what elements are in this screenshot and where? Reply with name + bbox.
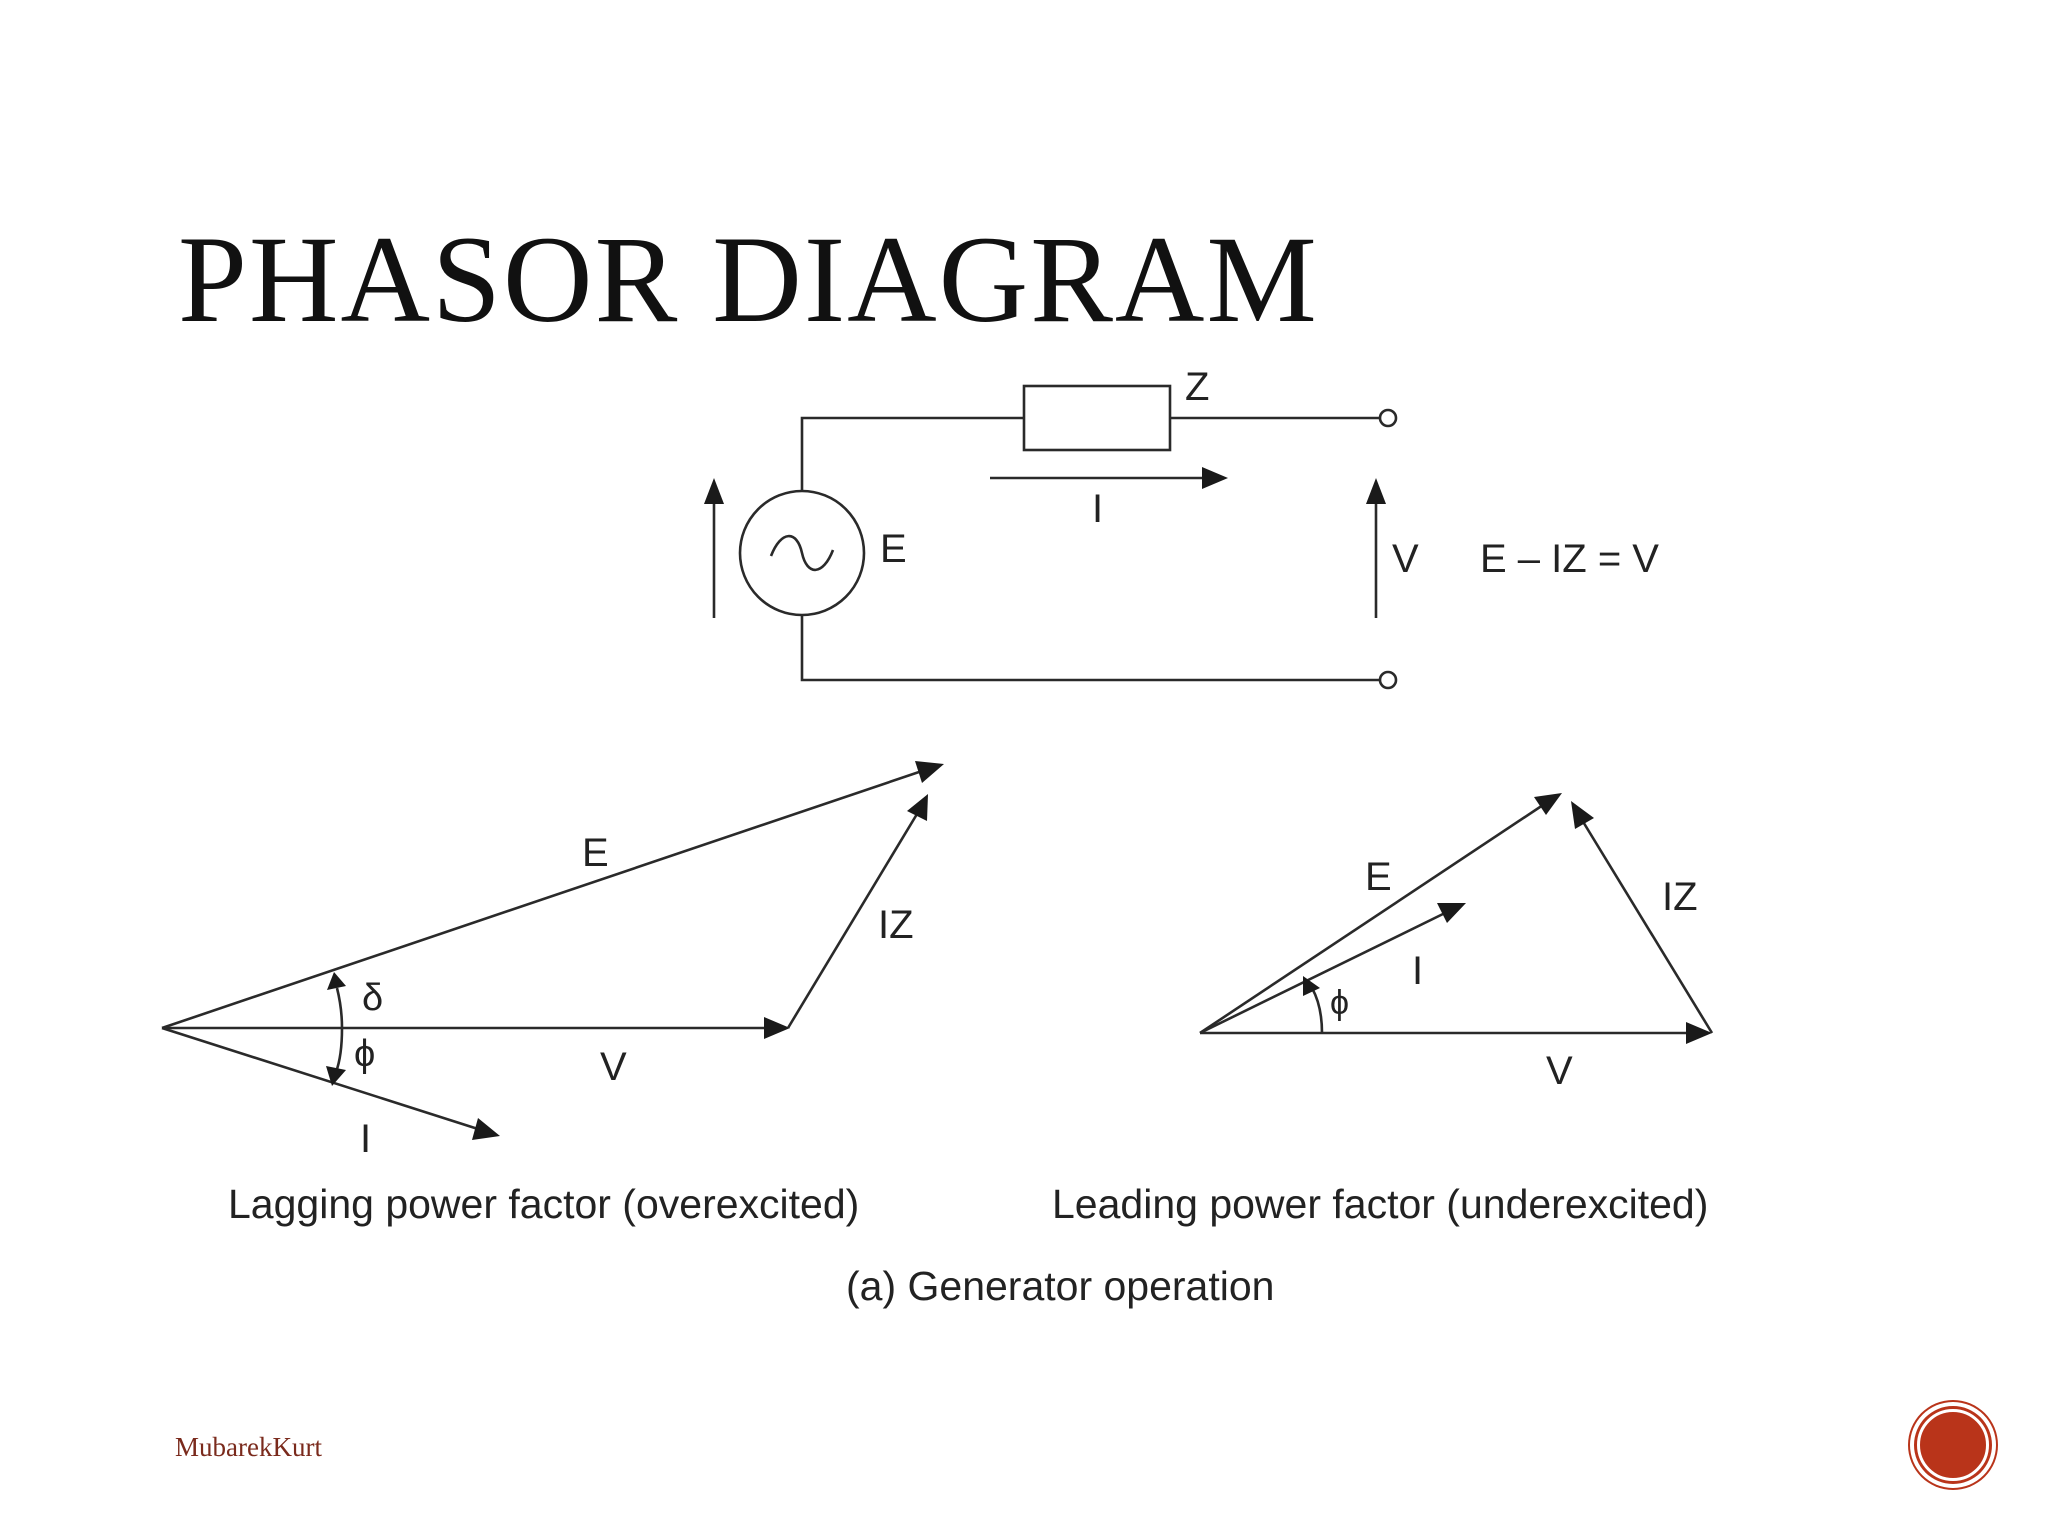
page-badge-icon — [1910, 1402, 1996, 1488]
lead-e-phasor-head — [1534, 793, 1562, 815]
circuit-bottom-wire — [800, 615, 1379, 682]
lead-i-label: I — [1412, 949, 1423, 993]
lag-e-label: E — [582, 831, 609, 875]
source-label: E — [880, 527, 907, 571]
impedance-label: Z — [1185, 365, 1209, 409]
lag-iz-label: IZ — [878, 903, 914, 947]
lag-e-phasor — [161, 769, 923, 1030]
lagging-phasor-diagram: E IZ δ ϕ V I Lagging power factor (overe… — [161, 761, 944, 1227]
source-emf-arrow-head — [704, 478, 724, 504]
lag-phi-arc-head — [326, 1066, 346, 1086]
lead-v-label: V — [1546, 1049, 1573, 1093]
lead-e-label: E — [1365, 855, 1392, 899]
lead-i-phasor — [1199, 911, 1446, 1035]
lag-delta-label: δ — [362, 977, 383, 1019]
lag-delta-arc — [335, 987, 344, 1029]
circuit-diagram: Z I E V E – IZ = V — [704, 365, 1659, 690]
current-label: I — [1092, 487, 1103, 531]
lag-i-label: I — [360, 1117, 371, 1161]
lead-caption: Leading power factor (underexcited) — [1052, 1181, 1708, 1227]
lag-delta-arc-head — [327, 972, 346, 990]
lag-iz-phasor-head — [907, 794, 928, 821]
lead-e-phasor — [1199, 803, 1544, 1035]
lead-v-phasor-head — [1686, 1022, 1712, 1044]
lead-iz-label: IZ — [1662, 875, 1698, 919]
lead-phi-arc-head — [1303, 976, 1320, 996]
lead-phi-label: ϕ — [1330, 984, 1349, 1022]
lag-i-phasor — [161, 1026, 479, 1131]
terminal-voltage-arrow-head — [1366, 478, 1386, 504]
lag-iz-phasor — [786, 813, 919, 1029]
lead-iz-phasor-head — [1571, 801, 1594, 829]
leading-phasor-diagram: E IZ I ϕ V Leading power factor (underex… — [1052, 793, 1714, 1227]
figure-caption: (a) Generator operation — [846, 1263, 1274, 1309]
lag-phi-arc — [334, 1027, 344, 1073]
lag-caption: Lagging power factor (overexcited) — [228, 1181, 859, 1227]
current-arrow-head — [1202, 467, 1228, 489]
lag-v-label: V — [600, 1045, 627, 1089]
ac-source-wave-icon — [769, 534, 835, 572]
impedance-box — [1022, 384, 1172, 452]
lead-phi-arc — [1310, 987, 1324, 1034]
lead-iz-phasor — [1580, 819, 1714, 1034]
badge-ring — [1917, 1409, 1989, 1481]
circuit-equation: E – IZ = V — [1480, 537, 1659, 581]
slide-title: PHASOR DIAGRAM — [178, 211, 1319, 348]
lag-v-phasor-head — [764, 1017, 790, 1039]
lead-i-phasor-head — [1437, 903, 1466, 923]
output-terminal-bottom — [1378, 670, 1398, 690]
terminal-voltage-label: V — [1392, 537, 1419, 581]
lag-i-phasor-head — [472, 1118, 500, 1140]
author-footer: MubarekKurt — [175, 1432, 322, 1462]
lag-phi-label: ϕ — [354, 1033, 375, 1075]
lag-e-phasor-head — [915, 761, 944, 783]
circuit-top-wire-left — [800, 416, 1024, 491]
output-terminal-top — [1378, 408, 1398, 428]
